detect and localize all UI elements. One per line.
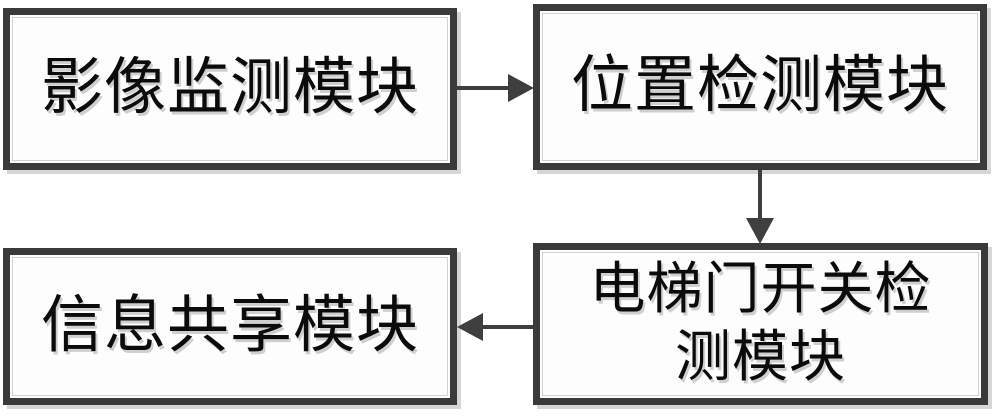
module-box-info-share[interactable]: 信息共享模块 bbox=[3, 248, 457, 405]
arrow-left-icon bbox=[457, 313, 483, 341]
module-box-image-monitor[interactable]: 影像监测模块 bbox=[3, 8, 457, 170]
arrow-down-icon bbox=[746, 218, 774, 244]
connector-line bbox=[758, 170, 762, 222]
module-label-image-monitor: 影像监测模块 bbox=[40, 54, 419, 123]
connector-line bbox=[480, 325, 533, 329]
arrow-right-icon bbox=[508, 74, 534, 102]
module-label-info-share: 信息共享模块 bbox=[40, 291, 419, 360]
connector-line bbox=[457, 86, 511, 90]
module-label-position-detect: 位置检测模块 bbox=[570, 52, 949, 121]
module-box-door-detect[interactable]: 电梯门开关检 测模块 bbox=[533, 243, 988, 405]
module-box-position-detect[interactable]: 位置检测模块 bbox=[533, 4, 987, 170]
module-label-door-detect: 电梯门开关检 测模块 bbox=[589, 258, 932, 389]
